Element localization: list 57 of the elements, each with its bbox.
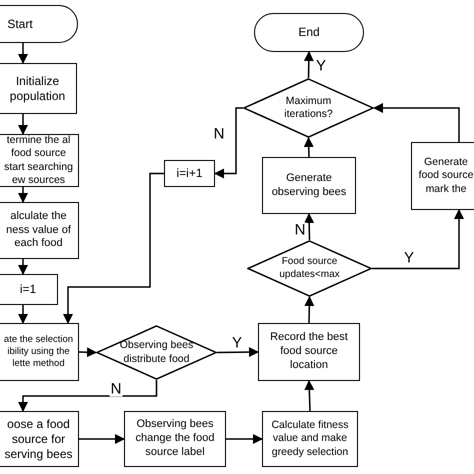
arrow — [18, 305, 28, 324]
arrow — [304, 51, 314, 78]
node-text: Maximum iterations? — [283, 94, 334, 122]
arrow — [372, 209, 464, 270]
process-box — [124, 411, 226, 467]
edge-label: Y — [231, 336, 243, 350]
node-text: End — [297, 25, 321, 40]
decision-diamond — [96, 325, 217, 380]
arrow — [63, 172, 164, 324]
arrow — [78, 347, 97, 358]
arrow — [18, 43, 28, 64]
node-text: i=i+1 — [175, 166, 204, 181]
arrow — [18, 259, 28, 275]
arrow — [304, 213, 314, 240]
arrow — [79, 434, 125, 444]
edge-label: N — [294, 222, 306, 238]
node-text: i=1 — [18, 282, 38, 297]
arrow — [216, 347, 259, 358]
edge-label: N — [110, 382, 122, 396]
arrow — [214, 107, 243, 178]
node-text: Calculate fitness value and make greedy selection — [270, 419, 350, 459]
node-text: Start — [6, 16, 34, 32]
node-text: Initialize population — [8, 74, 66, 104]
arrow — [18, 114, 28, 135]
arrow — [18, 380, 158, 412]
node-text: Record the best food source location — [269, 331, 349, 373]
edge-label: N — [212, 126, 226, 142]
edge-label: Y — [403, 250, 415, 266]
node-text: oose a food source for serving bees — [3, 416, 74, 462]
process-box — [164, 160, 215, 187]
process-box — [0, 411, 79, 467]
decision-diamond — [247, 240, 372, 297]
node-text: Observing bees distribute food — [118, 339, 194, 366]
node-text: Generate food source mark the — [418, 156, 474, 196]
node-text: Food source updates<max — [278, 256, 341, 281]
arrow — [373, 103, 460, 142]
process-box — [411, 142, 474, 210]
arrow — [18, 187, 28, 203]
arrow — [226, 434, 263, 444]
process-box — [0, 323, 79, 381]
node-text: Generate observing bees — [270, 172, 348, 200]
process-box — [262, 157, 356, 214]
process-box — [0, 63, 77, 114]
node-text: alculate the ness value of each food — [5, 210, 72, 252]
arrow — [304, 296, 314, 324]
node-text: termine the al food source start searching ew sources — [3, 134, 74, 187]
process-box — [258, 323, 360, 381]
node-text: Observing bees change the food source label — [134, 418, 216, 460]
process-box — [0, 274, 58, 305]
process-box — [0, 202, 79, 259]
terminator — [254, 13, 364, 52]
node-text: ate the selection ibility using the lette method — [2, 334, 74, 370]
arrow — [304, 380, 314, 412]
process-box — [262, 411, 358, 467]
edge-label: Y — [315, 58, 327, 74]
decision-diamond — [243, 78, 374, 138]
arrow — [304, 137, 314, 158]
